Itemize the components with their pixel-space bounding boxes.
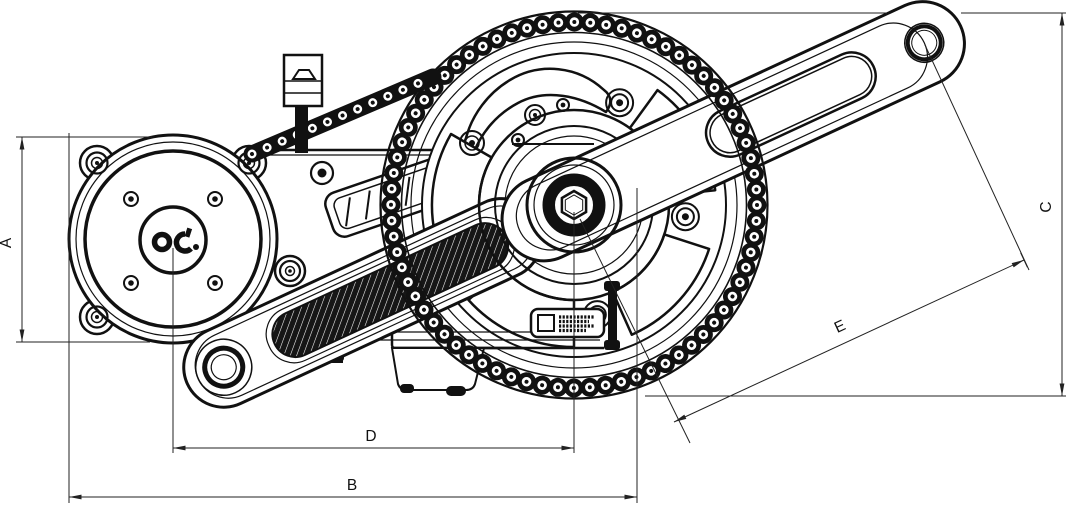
dimension-d xyxy=(172,212,575,453)
dimension-b xyxy=(68,133,638,503)
left-pedal-hole xyxy=(194,338,253,396)
cover-screws xyxy=(123,191,223,291)
dimension-d-label: D xyxy=(365,428,376,445)
arm-slot xyxy=(704,51,877,158)
chain-guide-block xyxy=(282,53,324,153)
spec-label-plate xyxy=(529,307,606,339)
dimensions xyxy=(16,12,1066,503)
dimension-e xyxy=(579,44,1030,444)
dimension-a xyxy=(16,136,152,343)
brand-logo-icon xyxy=(151,227,199,254)
connector-strip xyxy=(604,281,620,350)
housing-bolt xyxy=(309,160,335,186)
dimension-a-label: A xyxy=(0,237,15,248)
crank-arm-left xyxy=(182,197,543,409)
dimension-e-label: E xyxy=(832,317,849,337)
dimension-b-label: B xyxy=(347,477,357,494)
chain-run xyxy=(243,68,442,163)
dimension-c-label: C xyxy=(1038,201,1055,212)
